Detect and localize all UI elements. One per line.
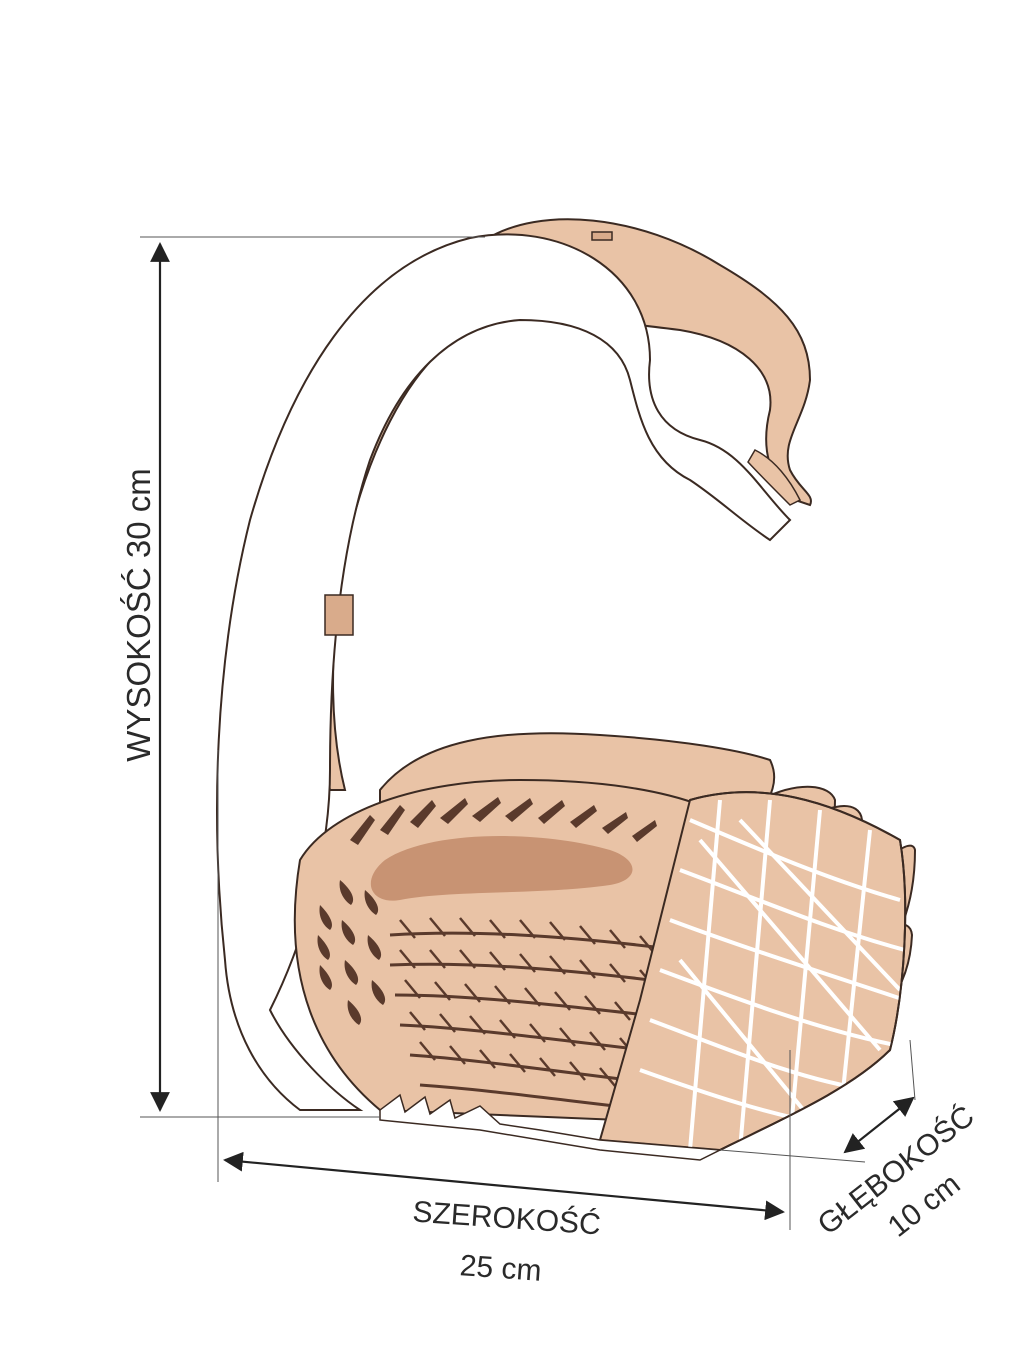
swan-bottom-fringe: [379, 1093, 723, 1161]
slot-tab-middle: [324, 594, 354, 636]
width-value: 25 cm: [459, 1249, 543, 1288]
swan-neck-front: [216, 233, 792, 1111]
swan-basket-illustration: [216, 218, 917, 1161]
height-label: WYSOKOŚĆ 30 cm: [119, 468, 157, 761]
swan-wing-lattice: [639, 799, 906, 1150]
swan-body-feather-cuts: [350, 797, 657, 901]
swan-body-scales: [317, 880, 386, 1025]
slot-tab-upper: [591, 231, 613, 241]
swan-body-feather-ticks: [399, 917, 661, 1087]
width-dimension-arrow: [223, 1151, 785, 1221]
depth-dimension-arrow: [843, 1096, 915, 1154]
swan-beak: [747, 449, 802, 506]
width-label: SZEROKOŚĆ: [412, 1194, 602, 1241]
dimension-guides: [140, 236, 916, 1230]
